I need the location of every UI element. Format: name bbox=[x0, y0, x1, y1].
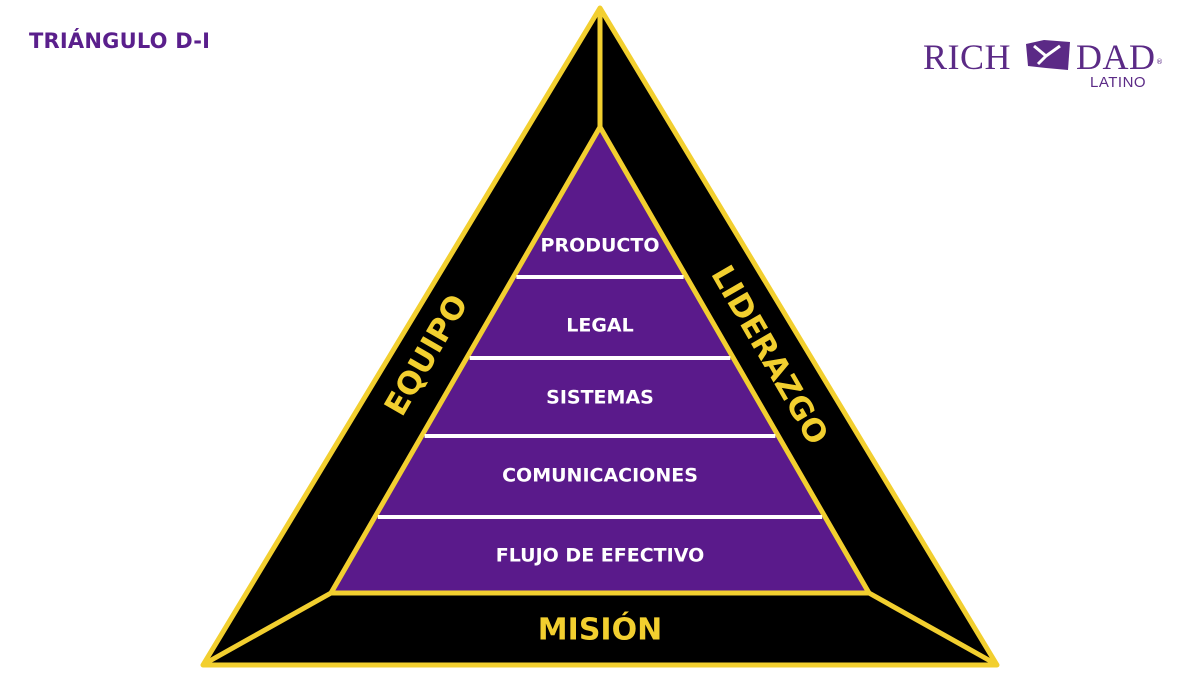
rich-dad-latino-logo: RICH DAD ® LATINO bbox=[920, 36, 1170, 96]
level-dividers bbox=[377, 275, 823, 519]
pyramid-level-label: PRODUCTO bbox=[541, 235, 660, 257]
pyramid-level-label: FLUJO DE EFECTIVO bbox=[496, 545, 704, 567]
pyramid-level-label: LEGAL bbox=[566, 315, 634, 337]
pyramid-level-label: COMUNICACIONES bbox=[502, 465, 698, 487]
pyramid-levels: PRODUCTO LEGAL SISTEMAS COMUNICACIONES FLUJO… bbox=[496, 235, 704, 567]
logo-word-dad: DAD bbox=[1076, 37, 1156, 77]
registered-mark: ® bbox=[1156, 58, 1163, 66]
pyramid-level-label: SISTEMAS bbox=[546, 387, 654, 409]
frame-divider-right bbox=[867, 590, 996, 666]
page-title: TRIÁNGULO D-I bbox=[29, 29, 211, 53]
frame-divider-left bbox=[204, 590, 333, 666]
logo-subtitle: LATINO bbox=[1090, 74, 1147, 91]
logo-word-rich: RICH bbox=[923, 37, 1012, 77]
rich-dad-emblem-icon bbox=[1026, 40, 1070, 70]
frame-label-base: MISIÓN bbox=[538, 611, 662, 648]
